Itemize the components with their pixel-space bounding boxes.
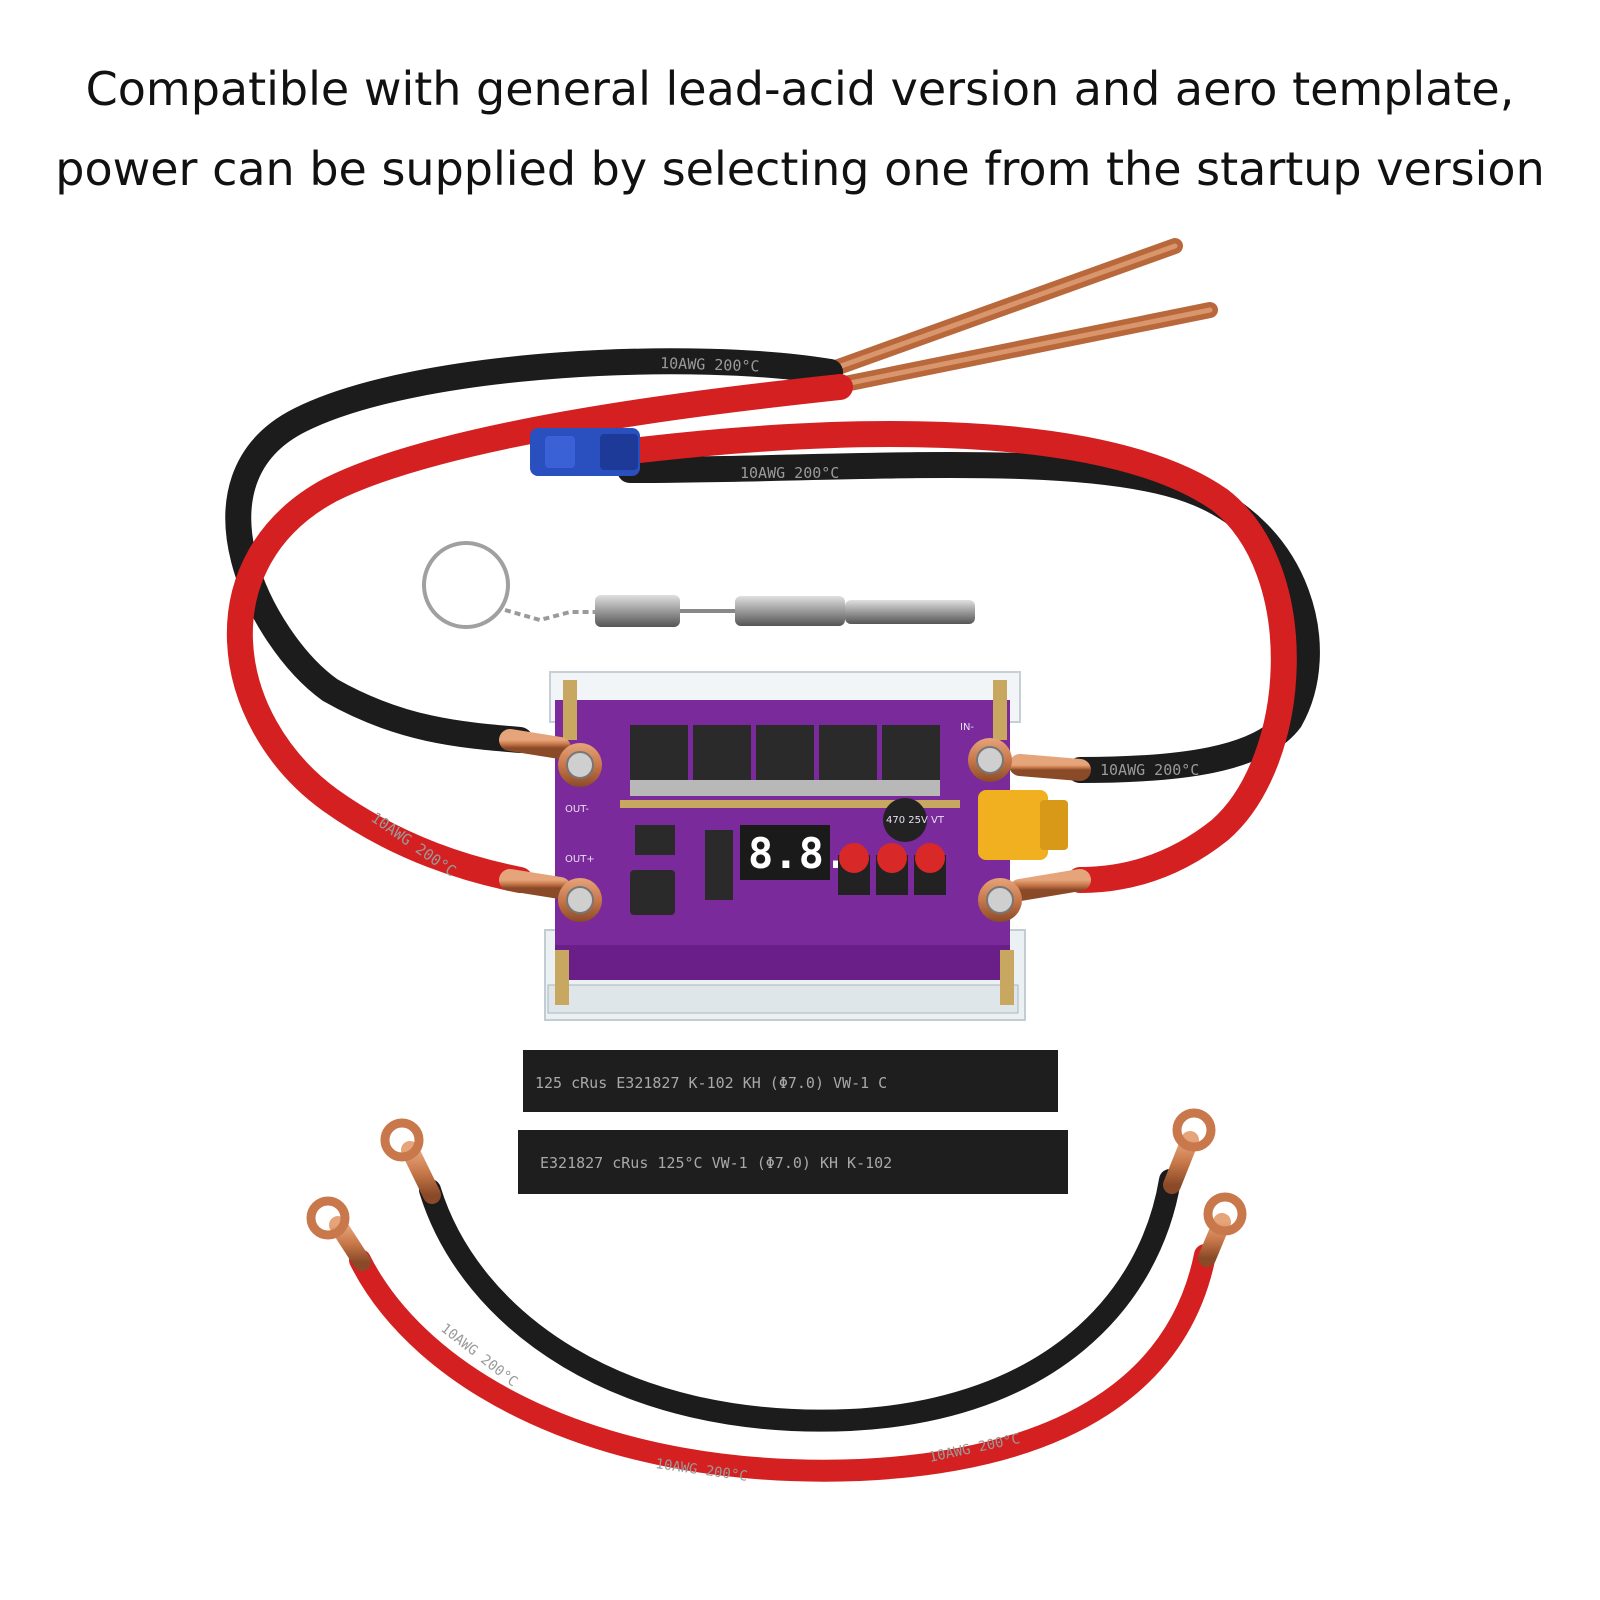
tube-bottom-print: E321827 cRus 125°C VW-1 (Φ7.0) KH K-102 bbox=[540, 1154, 892, 1172]
caption-line-2: power can be supplied by selecting one f… bbox=[55, 142, 1545, 196]
capacitor bbox=[883, 798, 927, 842]
label-out-minus: OUT- bbox=[565, 804, 589, 815]
xt60-connector bbox=[978, 790, 1068, 860]
heat-shrink-tubes: 125 cRus E321827 K-102 KH (Φ7.0) VW-1 C … bbox=[518, 1050, 1068, 1194]
tube-top-print: 125 cRus E321827 K-102 KH (Φ7.0) VW-1 C bbox=[535, 1074, 887, 1092]
display-digits: 8.8. bbox=[748, 829, 849, 878]
mosfet-row bbox=[630, 725, 940, 796]
red-cable-right bbox=[627, 421, 1297, 893]
caption-line-1: Compatible with general lead-acid versio… bbox=[85, 62, 1515, 116]
capacitor-label: 470 25V VT bbox=[886, 815, 945, 826]
cable-print-1: 10AWG 200°C bbox=[660, 354, 760, 375]
label-in-minus: IN- bbox=[960, 722, 974, 733]
label-out-plus: OUT+ bbox=[565, 854, 595, 865]
welding-pen-rods bbox=[822, 238, 1218, 393]
ec5-connector bbox=[530, 428, 640, 476]
screwdriver-keyring bbox=[422, 541, 975, 629]
cable-print-3: 10AWG 200°C bbox=[1100, 761, 1199, 779]
red-cable-main bbox=[227, 374, 853, 893]
led-display bbox=[740, 825, 830, 880]
control-buttons bbox=[838, 843, 946, 895]
terminal-lugs bbox=[499, 729, 1091, 922]
cable-print-2: 10AWG 200°C bbox=[740, 464, 839, 482]
spot-welder-board: 470 25V VT 8.8. OUT- OUT+ IN- bbox=[499, 671, 1091, 1021]
black-cable-main bbox=[225, 348, 843, 753]
short-cables: 10AWG 200°C 10AWG 200°C 10AWG 200°C bbox=[306, 1108, 1247, 1485]
